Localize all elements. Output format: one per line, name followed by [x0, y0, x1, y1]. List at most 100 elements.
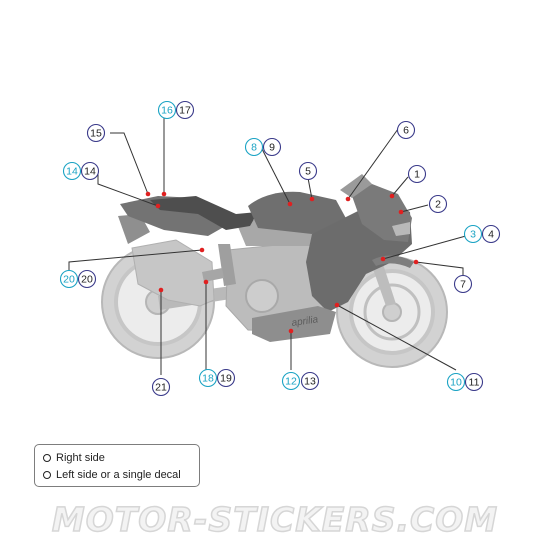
- callout-18-right: 18: [198, 368, 218, 388]
- callout-circle: [62, 161, 82, 181]
- leader-line: [336, 304, 457, 371]
- callout-number: 14: [66, 166, 78, 178]
- callout-number: 16: [161, 105, 173, 117]
- callout-circle: [300, 371, 320, 391]
- callout-1-left: 1: [407, 164, 427, 184]
- callout-number: 13: [304, 376, 316, 388]
- callout-number: 15: [90, 128, 102, 140]
- right-side-circle-icon: [43, 454, 51, 462]
- callout-circle: [151, 377, 171, 397]
- footpeg: [202, 268, 224, 282]
- callout-number: 9: [269, 142, 275, 154]
- sticker-marker: [199, 247, 205, 253]
- callout-circle: [407, 164, 427, 184]
- callout-17-left: 17: [175, 100, 195, 120]
- sticker-marker: [155, 203, 161, 209]
- sticker-marker: [309, 196, 315, 202]
- leader-line: [307, 177, 313, 200]
- callout-13-left: 13: [300, 371, 320, 391]
- callout-20-left: 20: [77, 269, 97, 289]
- sticker-marker: [345, 196, 351, 202]
- leader-line: [391, 176, 409, 197]
- watermark: MOTOR-STICKERS.COM: [51, 499, 499, 540]
- leader-line: [382, 233, 474, 260]
- seat: [150, 196, 258, 230]
- callout-15-left: 15: [86, 123, 106, 143]
- callout-number: 3: [470, 229, 476, 241]
- callout-circle: [464, 372, 484, 392]
- callout-circle: [244, 137, 264, 157]
- callout-number: 8: [251, 142, 257, 154]
- callout-19-left: 19: [216, 368, 236, 388]
- sticker-marker: [413, 259, 419, 265]
- callout-16-right: 16: [157, 100, 177, 120]
- engine-cover: [245, 279, 279, 313]
- belly-pan: [252, 306, 336, 342]
- callout-circle: [157, 100, 177, 120]
- legend-left-label: Left side or a single decal: [56, 469, 181, 481]
- leader-line: [260, 146, 291, 205]
- callout-number: 6: [403, 125, 409, 137]
- callout-14-left: 14: [80, 161, 100, 181]
- callout-number: 2: [435, 199, 441, 211]
- leader-line: [415, 261, 464, 276]
- callout-circle: [262, 137, 282, 157]
- callout-circle: [463, 224, 483, 244]
- sticker-marker: [389, 193, 395, 199]
- leader-line: [97, 171, 159, 207]
- rear-hugger: [118, 214, 150, 244]
- callout-8-right: 8: [244, 137, 264, 157]
- callout-10-right: 10: [446, 372, 466, 392]
- sticker-marker: [158, 287, 164, 293]
- callout-number: 1: [414, 169, 420, 181]
- sticker-marker: [398, 209, 404, 215]
- callout-number: 7: [460, 279, 466, 291]
- callout-number: 20: [81, 274, 93, 286]
- callout-11-left: 11: [464, 372, 484, 392]
- callout-7-left: 7: [453, 274, 473, 294]
- callout-number: 11: [469, 377, 480, 389]
- sticker-marker: [203, 279, 209, 285]
- callout-circle: [59, 269, 79, 289]
- leader-lines: [68, 117, 474, 375]
- headlight: [392, 222, 410, 236]
- callout-number: 20: [63, 274, 75, 286]
- leader-line: [400, 204, 429, 213]
- front-hub: [382, 302, 402, 322]
- callout-circle: [396, 120, 416, 140]
- legend: Right side Left side or a single decal: [34, 444, 200, 487]
- callout-number: 21: [155, 382, 167, 394]
- sticker-marker: [288, 328, 294, 334]
- callout-number: 17: [179, 105, 191, 117]
- legend-right-label: Right side: [56, 452, 105, 464]
- callout-number: 4: [488, 229, 494, 241]
- callout-circle: [298, 161, 318, 181]
- windscreen: [340, 174, 372, 198]
- sticker-markers: [145, 191, 419, 334]
- callout-number: 5: [305, 166, 311, 178]
- callout-circle: [281, 371, 301, 391]
- callout-9-left: 9: [262, 137, 282, 157]
- callout-circle: [198, 368, 218, 388]
- callout-20-right: 20: [59, 269, 79, 289]
- sticker-marker: [145, 191, 151, 197]
- callout-5-left: 5: [298, 161, 318, 181]
- callout-4-left: 4: [481, 224, 501, 244]
- front-brake-disc: [363, 283, 421, 341]
- left-side-circle-icon: [43, 471, 51, 479]
- callout-number: 10: [450, 377, 462, 389]
- sticker-marker: [161, 191, 167, 197]
- callout-21-left: 21: [151, 377, 171, 397]
- legend-left-side: Left side or a single decal: [43, 467, 181, 483]
- callout-number: 19: [220, 373, 232, 385]
- exhaust: [131, 239, 215, 307]
- callout-circle: [453, 274, 473, 294]
- legend-right-side: Right side: [43, 450, 105, 466]
- callout-circle: [86, 123, 106, 143]
- motorcycle-illustration: aprilia: [101, 174, 448, 368]
- leader-line: [110, 132, 149, 195]
- callout-6-left: 6: [396, 120, 416, 140]
- callout-2-left: 2: [428, 194, 448, 214]
- fuel-tank: [248, 191, 348, 234]
